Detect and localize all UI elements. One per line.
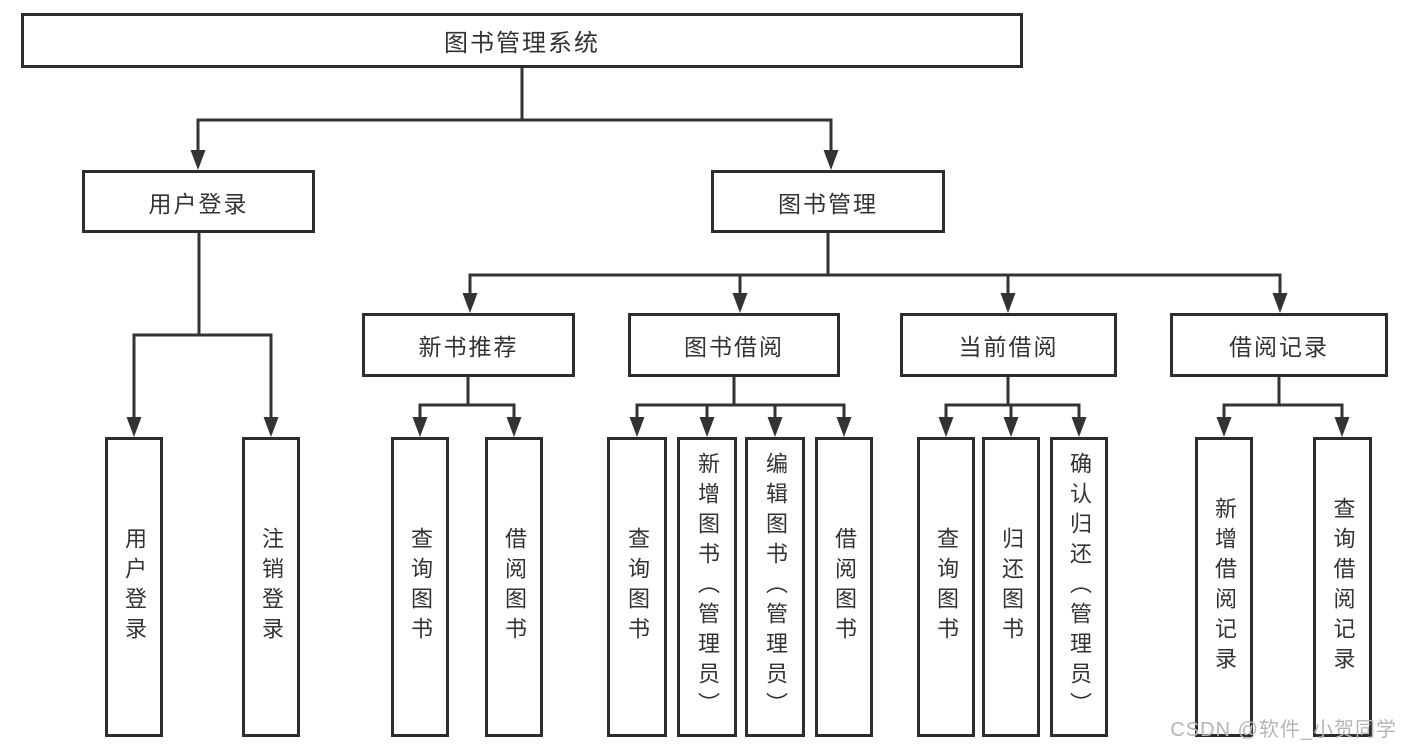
node-library-management-system: 图书管理系统: [21, 13, 1023, 68]
node-label: 查询图书: [625, 527, 650, 647]
connector-book-borrow-children: [629, 377, 852, 437]
connector-root-to-level2: [190, 68, 839, 170]
node-label: 新增借阅记录: [1212, 497, 1237, 677]
node-add-books-admin: 新增图书（管理员）: [677, 437, 737, 737]
connector-new-book-children: [412, 377, 522, 437]
node-label: 查询图书: [408, 527, 433, 647]
node-current-borrow: 当前借阅: [900, 313, 1117, 377]
node-label: 用户登录: [148, 190, 249, 217]
node-label: 用户登录: [122, 527, 147, 647]
node-label: 图书借阅: [684, 334, 784, 360]
node-edit-books-admin: 编辑图书（管理员）: [745, 437, 805, 737]
node-label: 新增图书（管理员）: [695, 452, 720, 722]
connector-book-management-level3: [462, 233, 1288, 313]
node-return-books: 归还图书: [982, 437, 1040, 737]
node-borrow-books-recommend: 借阅图书: [485, 437, 543, 737]
node-user-login: 用户登录: [82, 170, 315, 233]
node-confirm-return-admin: 确认归还（管理员）: [1050, 437, 1108, 737]
node-query-books-borrow: 查询图书: [607, 437, 667, 737]
node-user-login-action: 用户登录: [105, 437, 163, 737]
node-label: 确认归还（管理员）: [1067, 452, 1092, 722]
node-label: 归还图书: [999, 527, 1024, 647]
node-logout: 注销登录: [242, 437, 300, 737]
node-label: 当前借阅: [958, 334, 1059, 360]
node-new-book-recommend: 新书推荐: [362, 313, 575, 377]
connector-borrow-record-children: [1216, 377, 1350, 437]
node-label: 图书管理系统: [444, 30, 600, 57]
node-label: 借阅记录: [1229, 334, 1329, 360]
node-query-borrow-record: 查询借阅记录: [1313, 437, 1372, 737]
node-query-books-recommend: 查询图书: [391, 437, 449, 737]
connector-current-borrow-children: [938, 377, 1087, 437]
node-label: 查询借阅记录: [1330, 497, 1356, 677]
node-label: 注销登录: [259, 527, 284, 647]
node-label: 图书管理: [778, 190, 878, 217]
node-borrow-books: 借阅图书: [815, 437, 873, 737]
node-label: 编辑图书（管理员）: [763, 452, 788, 722]
node-query-books-current: 查询图书: [917, 437, 975, 737]
node-label: 借阅图书: [832, 527, 857, 647]
node-borrow-record: 借阅记录: [1170, 313, 1388, 377]
node-label: 查询图书: [934, 527, 959, 647]
node-label: 新书推荐: [418, 334, 519, 360]
node-book-management: 图书管理: [711, 170, 945, 233]
node-label: 借阅图书: [502, 527, 527, 647]
node-book-borrow: 图书借阅: [628, 313, 840, 377]
connector-user-login-children: [126, 233, 279, 437]
node-add-borrow-record: 新增借阅记录: [1195, 437, 1253, 737]
